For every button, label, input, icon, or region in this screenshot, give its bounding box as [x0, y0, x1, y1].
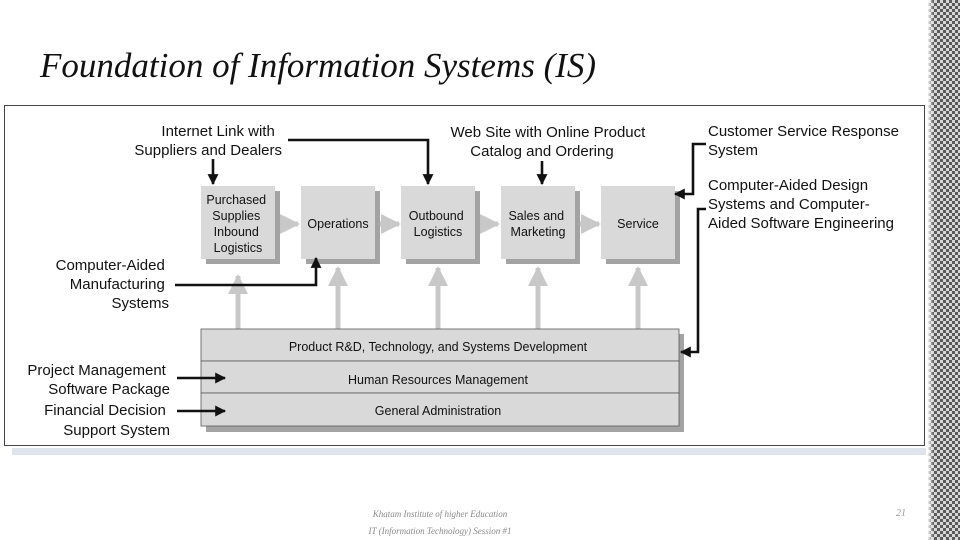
activity-inbound-logistics: Purchased Supplies Inbound Logistics: [201, 186, 280, 264]
footer-institution: Khatam Institute of higher Education: [372, 509, 508, 519]
activity-label: Operations: [307, 217, 368, 231]
system-project-mgmt: Project Management Software Package: [27, 362, 170, 398]
support-bar-rnd: [200, 328, 680, 362]
activity-label: Service: [617, 217, 659, 231]
page-number: 21: [896, 508, 906, 519]
connector-arrow: [673, 142, 706, 200]
support-label-admin: General Administration: [375, 404, 502, 418]
system-cad: Computer-Aided Design Systems and Comput…: [708, 177, 894, 232]
diagram-underline-shadow: [12, 448, 926, 455]
support-bar-admin: [200, 392, 680, 427]
activity-box: [301, 186, 375, 259]
activity-label: Sales and Marketing: [508, 209, 567, 239]
activity-service: Service: [601, 186, 680, 264]
system-customer-service: Customer Service Response System: [708, 123, 903, 159]
support-label-rnd: Product R&D, Technology, and Systems Dev…: [289, 340, 588, 354]
activity-outbound-logistics: Outbound Logistics: [401, 186, 480, 264]
slide-title: Foundation of Information Systems (IS): [40, 46, 597, 85]
activity-label: Outbound Logistics: [409, 209, 467, 239]
system-web-site: Web Site with Online Product Catalog and…: [451, 124, 650, 160]
value-chain-diagram: Purchased Supplies Inbound Logistics Ope…: [4, 105, 925, 446]
activity-operations: Operations: [301, 186, 380, 264]
activity-box: [501, 186, 575, 259]
activity-box: [601, 186, 675, 259]
activity-box: [401, 186, 475, 259]
decorative-checker-strip: [928, 0, 960, 540]
connector-arrow: [288, 138, 434, 186]
activity-box: [201, 186, 275, 259]
activity-sales-marketing: Sales and Marketing: [501, 186, 580, 264]
support-bar-hr: [200, 360, 680, 394]
support-flow-arrows: [228, 266, 648, 329]
connector-arrow: [175, 256, 322, 287]
slide-footer: Khatam Institute of higher Education IT …: [300, 506, 580, 540]
footer-session: IT (Information Technology) Session #1: [368, 526, 512, 536]
connector-arrow: [679, 207, 706, 358]
support-label-hr: Human Resources Management: [348, 373, 528, 387]
system-internet-link: Internet Link with Suppliers and Dealers: [134, 123, 282, 159]
system-financial: Financial Decision Support System: [44, 402, 170, 439]
support-activities: Product R&D, Technology, and Systems Dev…: [200, 328, 684, 432]
system-connector-arrows: [175, 138, 706, 417]
activity-label: Purchased Supplies Inbound Logistics: [206, 193, 269, 255]
primary-activities: Purchased Supplies Inbound Logistics Ope…: [201, 186, 680, 264]
system-cam: Computer-Aided Manufacturing Systems: [56, 257, 169, 312]
